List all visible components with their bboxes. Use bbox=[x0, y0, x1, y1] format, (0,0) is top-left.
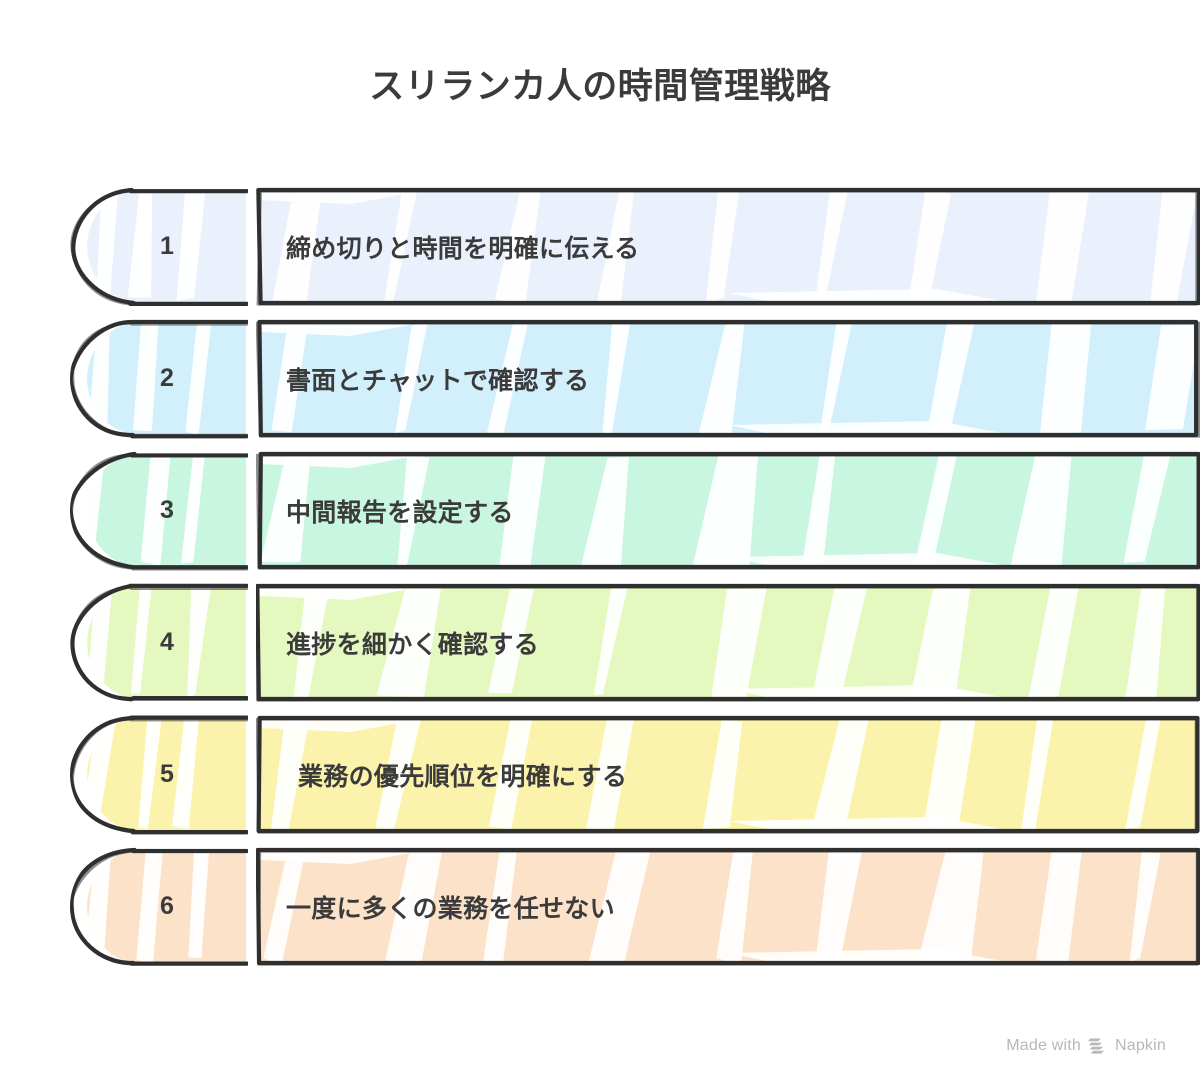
strategy-bar: 中間報告を設定する bbox=[256, 450, 1200, 571]
step-number: 2 bbox=[160, 364, 174, 392]
step-number: 5 bbox=[160, 760, 174, 788]
strategy-label: 進捗を細かく確認する bbox=[286, 630, 540, 659]
step-number-cap: 5 bbox=[70, 714, 248, 835]
strategy-bar: 書面とチャットで確認する bbox=[256, 318, 1200, 439]
list-item[interactable]: 1 締め切りと時間を明確に伝える bbox=[0, 186, 1200, 318]
list-item[interactable]: 4 進捗を細かく確認する bbox=[0, 582, 1200, 714]
napkin-brand-label: Napkin bbox=[1114, 1037, 1166, 1054]
strategy-bar: 一度に多くの業務を任せない bbox=[256, 846, 1200, 967]
strategy-row: 2 書面とチャットで確認する bbox=[70, 318, 1200, 439]
strategy-row: 3 中間報告を設定する bbox=[70, 450, 1200, 571]
step-number: 3 bbox=[160, 496, 174, 524]
list-item[interactable]: 5 業務の優先順位を明確にする bbox=[0, 714, 1200, 846]
page-title: スリランカ人の時間管理戦略 bbox=[369, 67, 831, 106]
list-item[interactable]: 2 書面とチャットで確認する bbox=[0, 318, 1200, 450]
strategy-list: 1 締め切りと時間を明確に伝える 2 書面とチャットで確認する 3 中間報告を設定する 4 進… bbox=[0, 186, 1200, 978]
strategy-label: 書面とチャットで確認する bbox=[286, 366, 590, 395]
made-with-label: Made with bbox=[1006, 1037, 1081, 1054]
step-number: 6 bbox=[160, 892, 174, 920]
strategy-bar: 締め切りと時間を明確に伝える bbox=[256, 186, 1200, 307]
step-number: 1 bbox=[160, 232, 174, 260]
strategy-row: 5 業務の優先順位を明確にする bbox=[70, 714, 1200, 835]
step-number-cap: 2 bbox=[70, 318, 248, 439]
strategy-label: 一度に多くの業務を任せない bbox=[286, 894, 615, 923]
step-number-cap: 4 bbox=[70, 582, 248, 703]
strategy-label: 締め切りと時間を明確に伝える bbox=[286, 234, 640, 263]
step-number-cap: 3 bbox=[70, 450, 248, 571]
list-item[interactable]: 6 一度に多くの業務を任せない bbox=[0, 846, 1200, 978]
strategy-label: 中間報告を設定する bbox=[286, 498, 514, 527]
list-item[interactable]: 3 中間報告を設定する bbox=[0, 450, 1200, 582]
strategy-row: 6 一度に多くの業務を任せない bbox=[70, 846, 1200, 967]
napkin-watermark: Made with Napkin bbox=[1006, 1037, 1166, 1055]
strategy-bar: 進捗を細かく確認する bbox=[256, 582, 1200, 703]
strategy-row: 1 締め切りと時間を明確に伝える bbox=[70, 186, 1200, 307]
step-number: 4 bbox=[160, 628, 174, 656]
strategy-row: 4 進捗を細かく確認する bbox=[70, 582, 1200, 703]
step-number-cap: 6 bbox=[70, 846, 248, 967]
step-number-cap: 1 bbox=[70, 186, 248, 307]
napkin-logo-icon bbox=[1087, 1037, 1108, 1055]
strategy-bar: 業務の優先順位を明確にする bbox=[256, 714, 1200, 835]
strategy-label: 業務の優先順位を明確にする bbox=[298, 762, 628, 791]
